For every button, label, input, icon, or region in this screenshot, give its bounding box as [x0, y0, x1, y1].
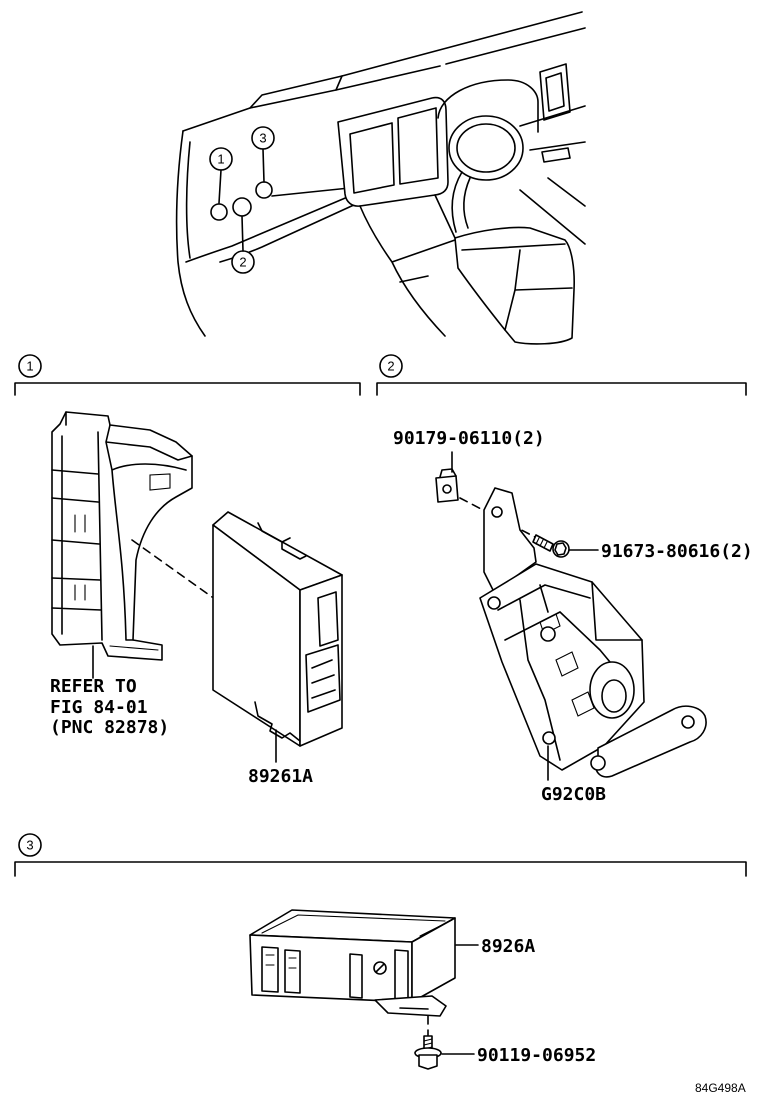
bracket-frame-ribs	[51, 411, 103, 641]
section-2-header: 2	[376, 354, 747, 396]
callout-number: 1	[217, 152, 224, 167]
module-slots	[261, 946, 409, 1001]
center-stack	[359, 194, 456, 337]
section-number: 2	[387, 359, 394, 374]
module-tab-slot	[399, 1007, 429, 1010]
clip-flange	[439, 468, 457, 478]
nut-clip	[435, 451, 459, 503]
display-panels	[349, 107, 439, 194]
junction-block-bracket	[51, 411, 193, 679]
steering-wheel	[448, 115, 524, 181]
section-bracket	[14, 382, 361, 396]
bracket-outline	[51, 411, 193, 661]
screw-head	[418, 1054, 438, 1070]
defroster-vent	[249, 75, 343, 109]
note-line-3: (PNC 82878)	[50, 717, 169, 738]
ecu-bottom-tabs	[254, 701, 301, 742]
switch-knob-inner	[601, 679, 627, 713]
part-number-bolt: 91673-80616(2)	[601, 541, 753, 562]
hole-plate	[491, 506, 503, 518]
bolt-hex	[554, 542, 567, 556]
part-number-clip: 90179-06110(2)	[393, 428, 545, 449]
section-3-header: 3	[14, 833, 747, 877]
bracket-details	[74, 473, 171, 651]
clip-body	[435, 475, 459, 503]
callout-target	[210, 203, 228, 221]
assembly-dashed-line	[131, 539, 213, 598]
hole-body-1	[487, 596, 501, 610]
callout-number: 2	[239, 255, 246, 270]
console-lid	[461, 243, 573, 331]
section-number-bubble	[18, 833, 42, 857]
note-line-1: REFER TO	[50, 676, 137, 697]
steering-column	[451, 171, 471, 233]
switch-bracket-assembly	[479, 487, 707, 781]
instrument-hood	[437, 79, 539, 133]
center-console	[454, 226, 575, 345]
part-number-module: 8926A	[481, 936, 535, 957]
overview-callout-3: 3	[251, 126, 275, 199]
mounting-arm	[595, 705, 707, 778]
callout-target	[232, 197, 252, 217]
callout-leader	[262, 148, 265, 183]
figure-code: 84G498A	[695, 1081, 746, 1095]
windshield-base-line	[182, 11, 586, 132]
section-number: 1	[26, 359, 33, 374]
part-number-ecu: 89261A	[248, 766, 313, 787]
section-1-reference-note: REFER TO FIG 84-01 (PNC 82878)	[50, 676, 169, 738]
section-number-bubble	[379, 354, 403, 378]
callout-leader	[241, 215, 244, 252]
bolt-threads	[535, 537, 548, 549]
hole-body-4	[590, 755, 606, 771]
switch-knob	[589, 661, 635, 719]
right-air-vent-inner	[545, 72, 565, 112]
dash-left-edge	[175, 130, 206, 337]
switch-body	[479, 563, 645, 771]
module-slot-details	[265, 954, 297, 969]
section-bracket	[376, 382, 747, 396]
part-number-switch: G92C0B	[541, 784, 606, 805]
section-number-bubble	[18, 354, 42, 378]
part-number-screw: 90119-06952	[477, 1045, 596, 1066]
module-screw-hole	[373, 961, 387, 975]
callout-number: 3	[259, 131, 266, 146]
mounting-plate	[483, 487, 537, 593]
hole-arm	[681, 715, 695, 729]
clip-hole	[442, 484, 452, 494]
screw	[414, 1035, 475, 1070]
hole-body-2	[540, 626, 556, 642]
switch-body-details	[497, 581, 643, 761]
section-bracket	[14, 861, 747, 877]
callout-leader	[218, 169, 222, 204]
hole-body-3	[542, 731, 556, 745]
bolt	[532, 534, 599, 558]
ecu-top-connectors	[257, 522, 307, 560]
control-module	[249, 909, 479, 1017]
module-screw-slot	[375, 963, 385, 973]
overview-callout-2: 2	[231, 197, 255, 274]
steering-wheel-inner	[456, 123, 516, 173]
module-top-rim	[261, 914, 453, 937]
right-dash-panel	[519, 105, 586, 245]
overview-callout-1: 1	[209, 147, 233, 221]
section-1-header: 1	[14, 354, 361, 396]
dashboard-illustration	[175, 11, 586, 345]
callout-target	[255, 181, 273, 199]
ecu-module	[212, 511, 343, 763]
ecu-side-connectors	[305, 591, 341, 713]
module-mount-tab	[374, 995, 447, 1017]
note-line-2: FIG 84-01	[50, 697, 148, 718]
section-number: 3	[26, 838, 33, 853]
bracket-channel	[105, 424, 193, 641]
